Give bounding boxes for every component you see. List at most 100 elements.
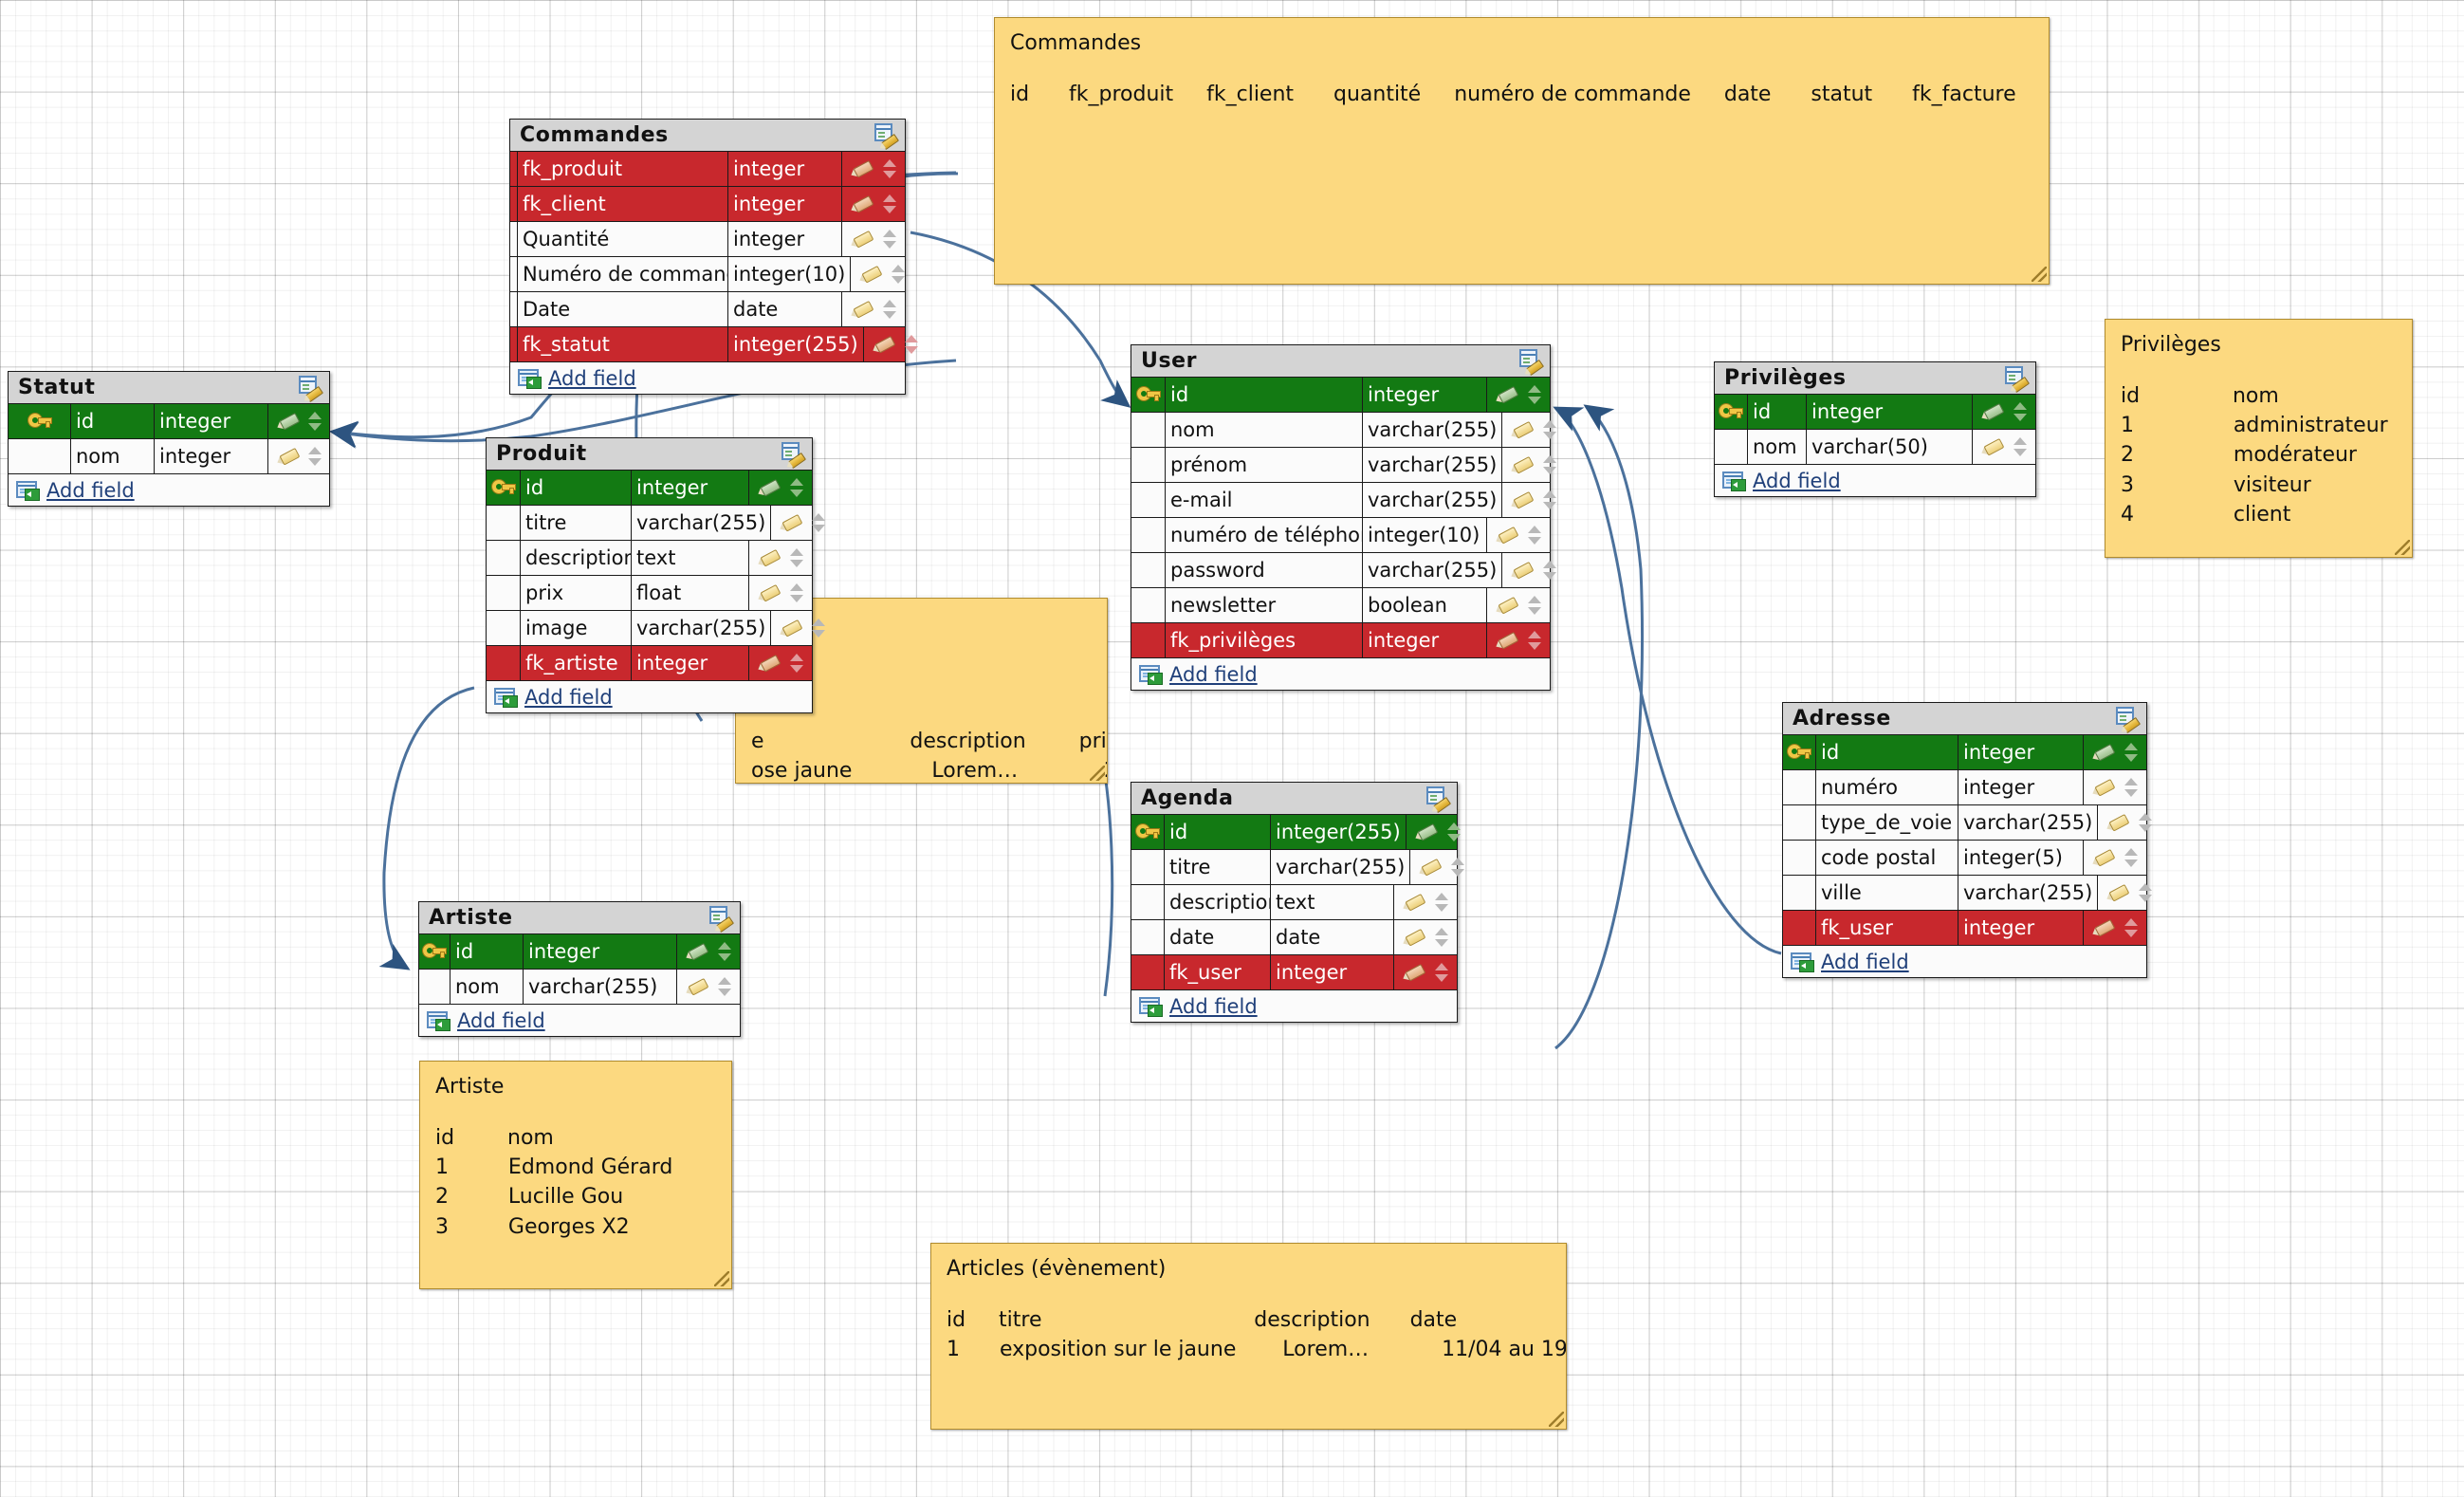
edit-pencil-icon[interactable] — [1494, 525, 1521, 545]
reorder-spinner-icon[interactable] — [2124, 917, 2138, 938]
reorder-spinner-icon[interactable] — [307, 411, 322, 432]
add-field-button[interactable]: Add field — [487, 681, 812, 712]
field-actions[interactable] — [1502, 483, 1565, 517]
resize-corner-icon[interactable] — [1090, 766, 1105, 781]
edit-pencil-icon[interactable] — [1401, 892, 1428, 913]
edit-pencil-icon[interactable] — [2090, 742, 2118, 763]
reorder-spinner-icon[interactable] — [1435, 962, 1448, 983]
table-header[interactable]: Produit — [487, 438, 812, 471]
reorder-spinner-icon[interactable] — [790, 477, 803, 498]
edit-pencil-icon[interactable] — [1509, 454, 1536, 475]
reorder-spinner-icon[interactable] — [883, 229, 896, 250]
reorder-spinner-icon[interactable] — [1543, 454, 1557, 475]
field-actions[interactable] — [749, 471, 812, 505]
add-field-button[interactable]: Add field — [419, 1005, 740, 1036]
reorder-spinner-icon[interactable] — [790, 582, 803, 603]
edit-pencil-icon[interactable] — [849, 299, 876, 320]
edit-pencil-icon[interactable] — [778, 512, 805, 533]
edit-pencil-icon[interactable] — [849, 194, 876, 214]
field-actions[interactable] — [1394, 955, 1457, 989]
field-actions[interactable] — [1502, 553, 1565, 587]
add-field-label[interactable]: Add field — [1753, 469, 1841, 492]
table-edit-icon[interactable] — [781, 442, 807, 470]
edit-pencil-icon[interactable] — [756, 653, 783, 674]
reorder-spinner-icon[interactable] — [812, 512, 826, 533]
field-actions[interactable] — [842, 292, 905, 326]
table-header[interactable]: Agenda — [1131, 783, 1457, 815]
field-actions[interactable] — [1487, 588, 1550, 622]
table-edit-icon[interactable] — [2115, 707, 2142, 734]
edit-pencil-icon[interactable] — [684, 941, 711, 962]
reorder-spinner-icon[interactable] — [1543, 419, 1557, 440]
reorder-spinner-icon[interactable] — [718, 976, 731, 997]
edit-pencil-icon[interactable] — [2105, 812, 2132, 833]
table-edit-icon[interactable] — [708, 906, 735, 933]
edit-pencil-icon[interactable] — [849, 229, 876, 250]
edit-pencil-icon[interactable] — [1417, 857, 1444, 878]
add-field-icon[interactable] — [16, 480, 40, 501]
field-actions[interactable] — [1407, 815, 1469, 849]
reorder-spinner-icon[interactable] — [1528, 384, 1541, 405]
add-field-label[interactable]: Add field — [524, 685, 613, 709]
edit-pencil-icon[interactable] — [1979, 401, 2007, 422]
field-actions[interactable] — [771, 611, 834, 645]
field-actions[interactable] — [1487, 378, 1550, 412]
field-actions[interactable] — [842, 187, 905, 221]
reorder-spinner-icon[interactable] — [307, 446, 322, 467]
add-field-icon[interactable] — [1791, 952, 1814, 972]
table-edit-icon[interactable] — [1425, 786, 1452, 814]
edit-pencil-icon[interactable] — [778, 618, 805, 638]
reorder-spinner-icon[interactable] — [718, 941, 731, 962]
field-actions[interactable] — [1394, 885, 1457, 919]
reorder-spinner-icon[interactable] — [2124, 847, 2138, 868]
reorder-spinner-icon[interactable] — [2013, 401, 2027, 422]
field-actions[interactable] — [1973, 430, 2035, 464]
resize-corner-icon[interactable] — [1549, 1412, 1564, 1427]
table-edit-icon[interactable] — [2004, 366, 2031, 394]
edit-pencil-icon[interactable] — [2090, 917, 2118, 938]
reorder-spinner-icon[interactable] — [812, 618, 826, 638]
reorder-spinner-icon[interactable] — [1451, 857, 1465, 878]
edit-pencil-icon[interactable] — [756, 547, 783, 568]
reorder-spinner-icon[interactable] — [1435, 927, 1448, 948]
add-field-button[interactable]: Add field — [1131, 990, 1457, 1022]
add-field-icon[interactable] — [1139, 664, 1163, 685]
field-actions[interactable] — [749, 541, 812, 575]
field-actions[interactable] — [851, 257, 913, 291]
field-actions[interactable] — [2098, 805, 2161, 840]
edit-pencil-icon[interactable] — [274, 411, 302, 432]
edit-pencil-icon[interactable] — [1401, 962, 1428, 983]
reorder-spinner-icon[interactable] — [883, 158, 896, 179]
field-actions[interactable] — [2084, 911, 2146, 945]
edit-pencil-icon[interactable] — [274, 446, 302, 467]
add-field-button[interactable]: Add field — [1715, 465, 2035, 496]
